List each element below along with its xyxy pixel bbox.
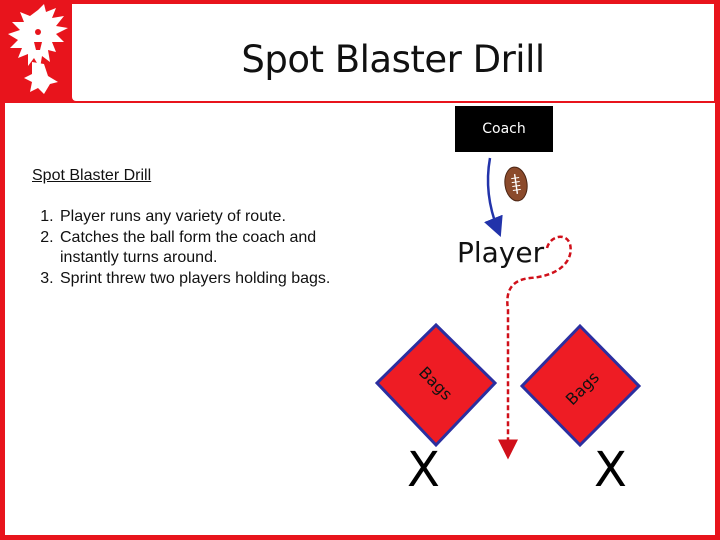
bag-left: Bags bbox=[374, 322, 498, 448]
player-label: Player bbox=[457, 236, 545, 269]
page-title: Spot Blaster Drill bbox=[241, 38, 545, 81]
step-item: Sprint threw two players holding bags. bbox=[58, 269, 358, 290]
drill-subtitle: Spot Blaster Drill bbox=[32, 167, 152, 184]
step-item: Catches the ball form the coach and inst… bbox=[58, 228, 358, 269]
bag-right: Bags bbox=[519, 323, 642, 448]
right-border bbox=[715, 0, 720, 540]
player-route-arrow bbox=[498, 235, 572, 460]
step-item: Player runs any variety of route. bbox=[58, 207, 358, 228]
coach-label: Coach bbox=[482, 121, 526, 137]
hawk-logo-icon bbox=[8, 4, 68, 94]
bottom-border bbox=[0, 535, 720, 540]
drill-steps: Player runs any variety of route. Catche… bbox=[30, 207, 358, 289]
coach-box: Coach bbox=[455, 106, 553, 152]
defender-left-x: X bbox=[407, 442, 440, 498]
ball-path-arrow bbox=[484, 157, 503, 237]
title-panel bbox=[72, 4, 714, 101]
defender-right-x: X bbox=[594, 442, 627, 498]
left-border bbox=[0, 0, 5, 540]
football-icon bbox=[504, 166, 528, 202]
